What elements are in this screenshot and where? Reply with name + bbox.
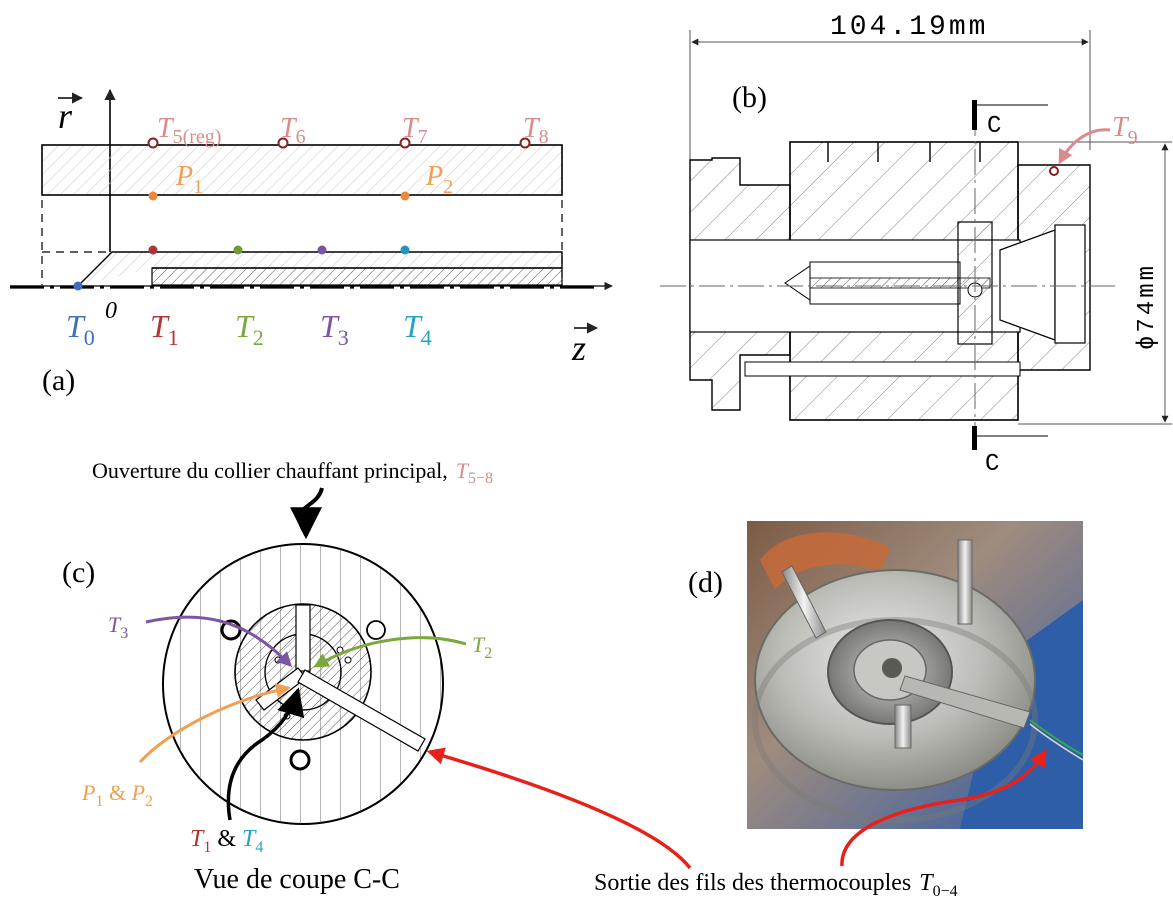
sensor-p2: [400, 191, 410, 201]
section-label-bottom: C: [985, 451, 999, 478]
origin-label: 0: [105, 298, 117, 324]
dim-width-text: 104.19mm: [830, 12, 988, 43]
label-t8: T8: [523, 113, 549, 148]
label-t5: T5(reg): [157, 113, 221, 148]
sensor-t8: [519, 137, 531, 149]
sensor-t3: [317, 245, 327, 255]
photo-center: [882, 658, 902, 678]
bolt-hole-2: [366, 620, 386, 640]
heater-pointer: [289, 487, 324, 540]
label-c-t2: T2: [472, 632, 492, 662]
t9-arrow: [1058, 128, 1111, 165]
label-t1: T1: [150, 308, 179, 350]
panel-d: (d): [688, 521, 1084, 867]
photo-wires: [1029, 719, 1084, 756]
sensor-t1: [148, 245, 158, 255]
sensor-t6: [277, 137, 289, 149]
dim-dia-text: ϕ74mm: [1134, 263, 1161, 350]
red-arrow-c: [426, 747, 692, 870]
label-c-t3: T3: [108, 612, 128, 642]
spoke-top: [295, 604, 311, 672]
sensor-t9: [1049, 166, 1059, 176]
copper-gasket: [760, 532, 890, 590]
sensor-p1: [148, 191, 158, 201]
red-arrow-d: [840, 749, 1047, 867]
core-rod: [151, 267, 563, 286]
panel-c-tag: (c): [62, 556, 95, 589]
small-hole-3: [344, 656, 352, 664]
spoke-right: [297, 669, 426, 752]
caption-c: Vue de coupe C-C: [194, 864, 400, 895]
panel-a: T5(reg) T6 T7 T8 P1 P2 T0 0 T1 T2 T3 T4 …: [10, 88, 613, 397]
section-mark-top: [972, 100, 977, 130]
arrow-c-t2: [313, 636, 467, 668]
photo-rod-3: [894, 704, 912, 749]
end-plug: [1054, 224, 1086, 344]
label-t2: T2: [235, 308, 264, 350]
label-t4: T4: [403, 308, 432, 350]
bolt-hole-3: [289, 749, 311, 771]
label-t7: T7: [402, 113, 428, 148]
label-c-p: P1 & P2: [81, 780, 153, 810]
panel-b: 104.19mm (b) C: [660, 12, 1172, 478]
arrow-c-p: [138, 683, 291, 764]
sensor-t2: [233, 245, 243, 255]
panel-b-tag: (b): [732, 81, 767, 114]
label-c-t: T1 & T4: [190, 826, 263, 856]
heater-label: Ouverture du collier chauffant principal…: [92, 458, 493, 487]
top-fins: [827, 142, 981, 162]
panel-d-tag: (d): [688, 566, 723, 599]
section-mark-bottom: [972, 426, 977, 450]
panel-c: Ouverture du collier chauffant principal…: [62, 458, 692, 895]
sensor-t4: [400, 245, 410, 255]
photo-wires-2: [1029, 723, 1084, 761]
label-t9: T9: [1112, 112, 1138, 149]
label-p1: P1: [175, 161, 203, 198]
panel-a-tag: (a): [42, 364, 75, 397]
sensor-t7: [399, 137, 411, 149]
cone-right: [999, 229, 1056, 341]
arrow-c-t3: [145, 615, 293, 668]
photo-rod-1: [781, 565, 827, 639]
sensor-t5: [147, 137, 159, 149]
heater-ring: [41, 144, 563, 196]
bottom-pin: [744, 361, 1021, 377]
sensor-t0: [73, 281, 83, 291]
label-t0: T0: [66, 308, 95, 350]
arrow-c-t: [226, 687, 305, 821]
label-t6: T6: [280, 113, 306, 148]
photo-rod-2: [957, 539, 973, 625]
section-label-top: C: [987, 113, 1001, 140]
label-t3: T3: [320, 308, 349, 350]
small-hole-1: [274, 656, 282, 664]
label-p2: P2: [425, 161, 453, 198]
axis-z-label: z: [571, 328, 586, 368]
photo-spoke: [899, 675, 1031, 729]
axis-r-label: r: [58, 96, 73, 136]
